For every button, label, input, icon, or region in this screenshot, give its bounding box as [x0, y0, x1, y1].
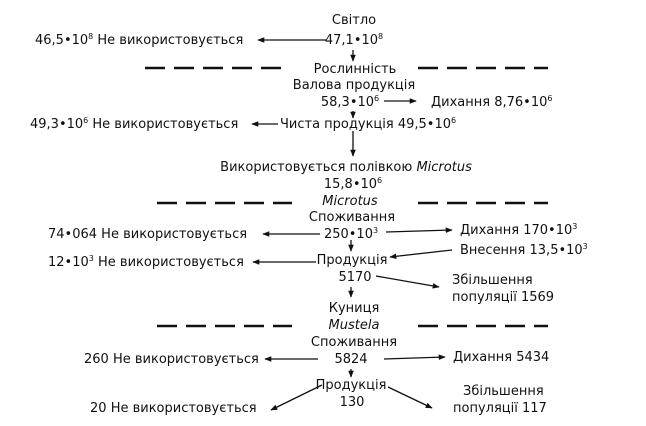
microtus-import: Внесення 13,5•103: [460, 242, 588, 259]
microtus-production-label: Продукція: [316, 253, 388, 268]
used-by-microtus: Використовується полівкою Microtus: [220, 160, 472, 175]
mustela-common-name: Куниця: [328, 301, 380, 316]
microtus-title: Microtus: [322, 194, 378, 209]
mustela-consumption-value: 5824: [334, 352, 368, 367]
microtus-consumption-value: 250•103: [323, 226, 379, 243]
mustela-consumption-label: Споживання: [310, 335, 398, 350]
mustela-growth-line2: популяції 117: [453, 401, 547, 416]
light-title: Світло: [331, 13, 377, 28]
mustela-consumption-unused: 260 Не використовується: [84, 352, 259, 367]
mustela-production-value: 130: [339, 395, 365, 410]
net-production: Чиста продукція 49,5•106: [280, 116, 457, 133]
used-by-microtus-value: 15,8•106: [323, 176, 383, 193]
light-value: 47,1•108: [324, 32, 384, 49]
mustela-production-unused: 20 Не використовується: [90, 401, 257, 416]
microtus-consumption-unused: 74•064 Не використовується: [48, 227, 248, 242]
arrow-microtus-respiration: [385, 227, 453, 233]
arrow-mustela-respiration: [383, 354, 446, 361]
mustela-title: Mustela: [328, 318, 380, 333]
microtus-growth-line1: Збільшення: [452, 273, 533, 288]
microtus-consumption-label: Споживання: [308, 210, 396, 225]
arrow-microtus-growth: [375, 275, 440, 289]
plant-unused: 49,3•106 Не використовується: [30, 116, 239, 133]
light-unused: 46,5•108 Не використовується: [35, 32, 244, 49]
microtus-growth-line2: популяції 1569: [452, 290, 555, 305]
microtus-respiration: Дихання 170•103: [460, 222, 578, 239]
microtus-production-value: 5170: [338, 270, 372, 285]
arrow-import: [389, 249, 453, 260]
plants-title: Рослинність: [313, 62, 397, 77]
mustela-production-label: Продукція: [315, 378, 387, 393]
mustela-respiration: Дихання 5434: [453, 350, 550, 365]
arrow-mustela-growth: [387, 386, 433, 409]
gross-production-label: Валова продукція: [292, 78, 416, 93]
gross-production-value: 58,3•106: [320, 94, 380, 111]
arrow-mustela-production-unused: [270, 384, 323, 411]
microtus-production-unused: 12•103 Не використовується: [48, 254, 244, 271]
mustela-growth-line1: Збільшення: [463, 384, 544, 399]
plant-respiration: Дихання 8,76•106: [431, 94, 553, 111]
